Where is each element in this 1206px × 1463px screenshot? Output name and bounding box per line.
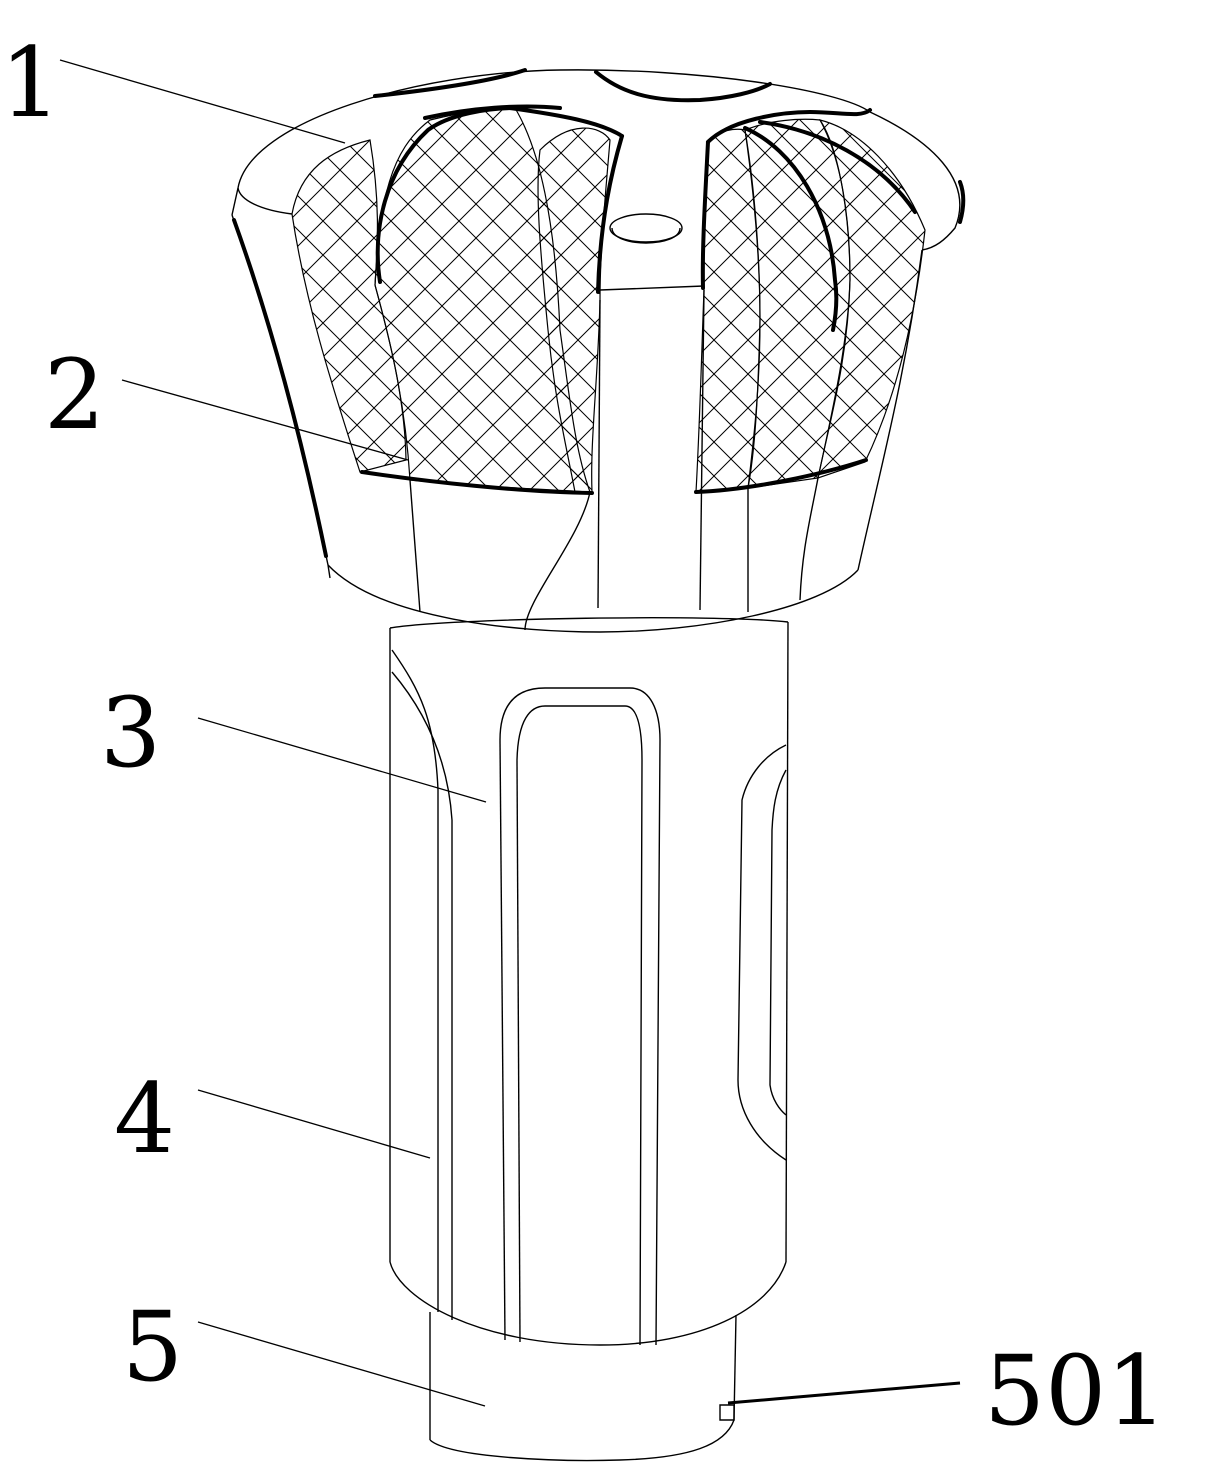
- drill-head: [231, 68, 966, 633]
- leader-2: [121, 379, 409, 461]
- label-part-3: 3: [100, 677, 161, 789]
- leader-lines: [59, 59, 961, 1407]
- label-part-1: 1: [0, 27, 61, 139]
- leader-4: [197, 1089, 431, 1159]
- label-part-501: 501: [984, 1335, 1167, 1447]
- label-part-2: 2: [44, 339, 105, 451]
- label-part-5: 5: [122, 1291, 183, 1403]
- leader-1: [59, 59, 346, 144]
- leader-3: [197, 717, 487, 803]
- leader-5: [197, 1321, 486, 1407]
- leader-501: [727, 1381, 961, 1405]
- shank-body: [389, 617, 789, 1346]
- reference-numerals: 1 2 3 4 5 501: [0, 27, 1167, 1447]
- label-part-4: 4: [114, 1063, 175, 1175]
